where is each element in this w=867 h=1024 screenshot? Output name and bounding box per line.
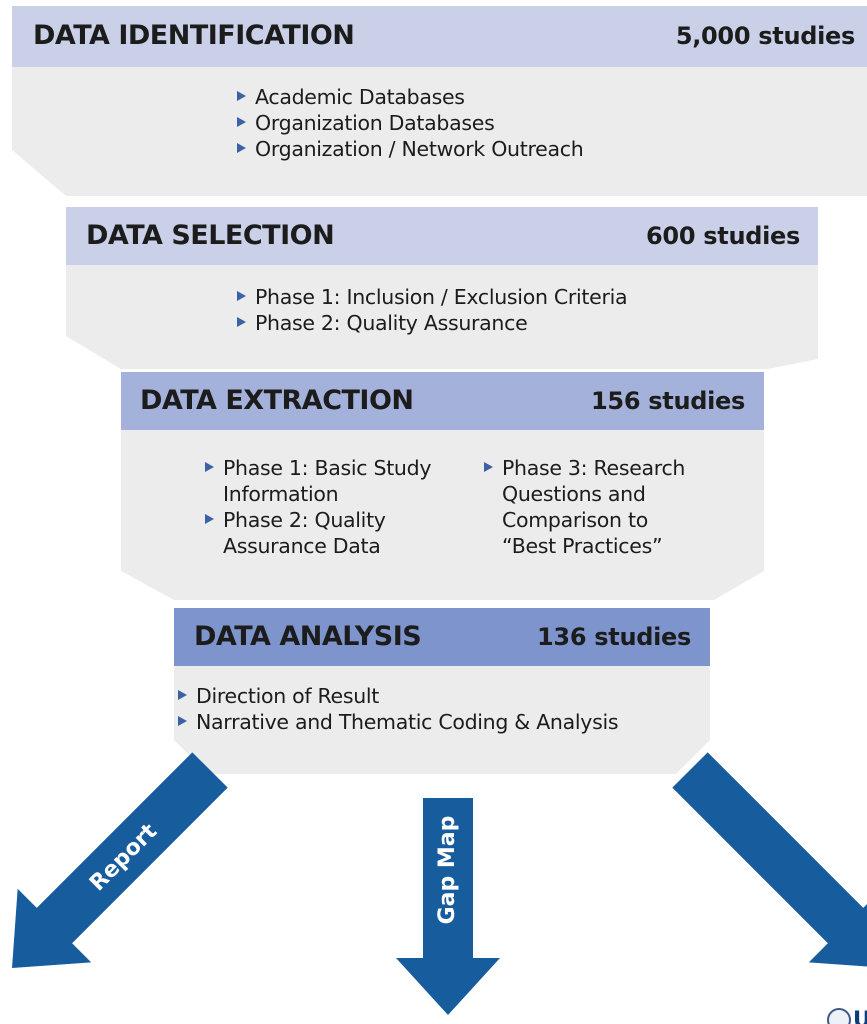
stage-2-count: 600 studies (646, 222, 800, 250)
gap-map-arrow (396, 798, 500, 1015)
stage-1-title: DATA IDENTIFICATION (33, 20, 355, 51)
list-item: Phase 1: Basic Study (205, 455, 431, 481)
stage-4-funnel-body (174, 666, 710, 774)
stage-3-funnel-body (121, 430, 764, 600)
bullet-triangle-icon (237, 143, 246, 153)
stage-2-title: DATA SELECTION (86, 220, 335, 251)
bullet-triangle-icon (178, 690, 187, 700)
stage-1-count: 5,000 studies (675, 22, 855, 50)
bullet-triangle-icon (237, 291, 246, 301)
bullet-triangle-icon (205, 462, 214, 472)
stage-4-header-band (174, 608, 710, 666)
bullet-triangle-icon (484, 462, 493, 472)
stage-3-count: 156 studies (591, 387, 745, 415)
seal-icon (827, 1008, 851, 1024)
list-item: Organization / Network Outreach (237, 136, 584, 162)
stage-1-funnel-body (12, 67, 867, 196)
stage-2-list: Phase 1: Inclusion / Exclusion Criteria … (237, 284, 628, 336)
stage-4-list: Direction of Result Narrative and Themat… (178, 683, 619, 735)
stage-4-count: 136 studies (537, 623, 691, 651)
bullet-triangle-icon (237, 317, 246, 327)
list-item: Narrative and Thematic Coding & Analysis (178, 709, 619, 735)
bullet-triangle-icon (178, 716, 187, 726)
stage-3-title: DATA EXTRACTION (140, 385, 414, 416)
stage-2-header-band (66, 207, 818, 265)
logo-letters: UI (853, 1008, 867, 1024)
stage-3-column-2: Phase 3: Research Questions and Comparis… (484, 455, 685, 559)
stage-2-funnel-body (66, 265, 818, 369)
gap-map-arrow-label: Gap Map (435, 816, 460, 925)
list-item: Phase 2: Quality (205, 507, 431, 533)
bullet-triangle-icon (237, 117, 246, 127)
study-brief-arrow (672, 752, 867, 968)
stage-1-list: Academic Databases Organization Database… (237, 84, 584, 162)
list-item: Organization Databases (237, 110, 583, 136)
list-item: Phase 1: Inclusion / Exclusion Criteria (237, 284, 628, 310)
list-item: Phase 3: Research (484, 455, 685, 481)
stage-3-header-band (121, 372, 764, 430)
list-item: Phase 2: Quality Assurance (237, 310, 627, 336)
list-item: Academic Databases (237, 84, 583, 110)
bullet-triangle-icon (205, 514, 214, 524)
stage-3-column-1: Phase 1: Basic Study Information Phase 2… (205, 455, 431, 559)
stage-4-title: DATA ANALYSIS (194, 621, 422, 652)
list-item: Direction of Result (178, 683, 618, 709)
bullet-triangle-icon (237, 91, 246, 101)
stage-1-header-band (12, 6, 867, 67)
report-arrow (12, 752, 228, 968)
